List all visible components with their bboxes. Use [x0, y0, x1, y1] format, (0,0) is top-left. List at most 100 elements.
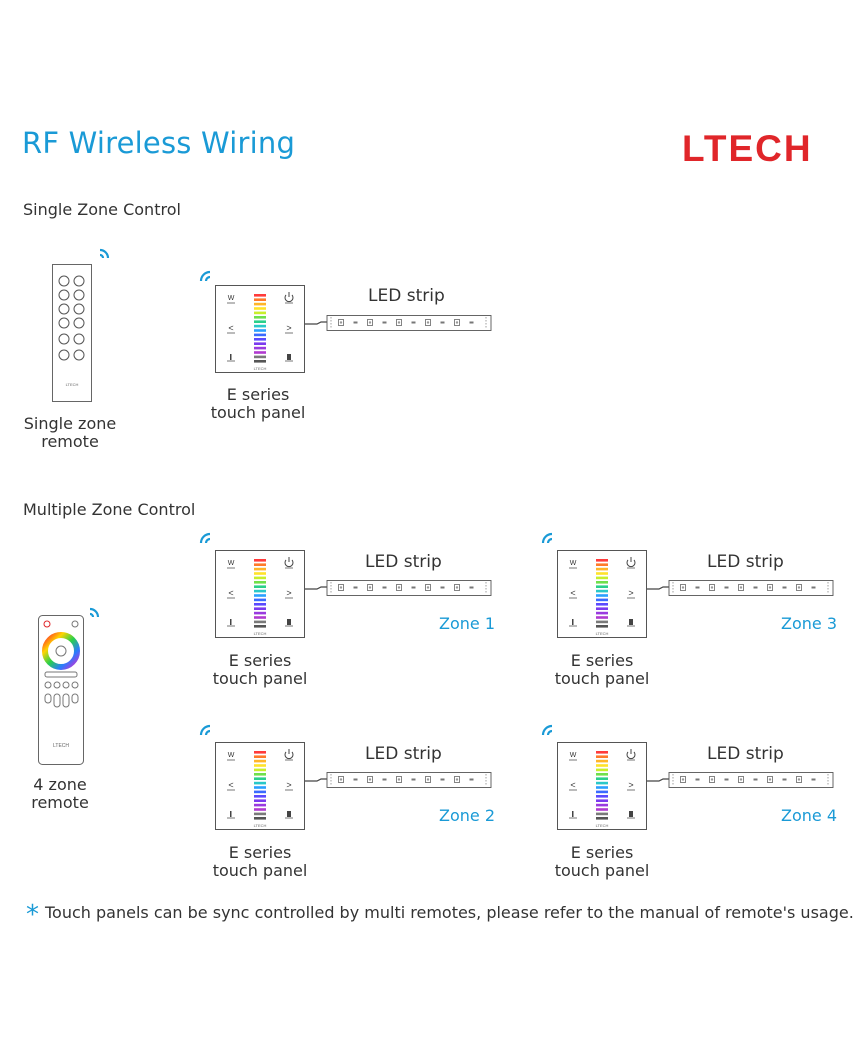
color-bar-segment — [254, 603, 266, 606]
next-key: > — [628, 588, 633, 598]
wifi-signal-icon — [99, 248, 110, 259]
wifi-signal-icon — [199, 532, 211, 544]
color-bar-segment — [254, 563, 266, 566]
next-key: > — [286, 323, 291, 333]
resistor — [382, 321, 387, 324]
color-bar-segment — [254, 329, 266, 332]
page-title: RF Wireless Wiring — [22, 126, 296, 160]
resistor — [411, 778, 416, 781]
color-bar-segment — [254, 607, 266, 610]
color-bar-segment — [254, 585, 266, 588]
wifi-signal-icon — [541, 532, 553, 544]
panel-brand: LTECH — [254, 631, 267, 636]
color-bar-segment — [596, 572, 608, 575]
power-icon — [626, 557, 636, 568]
strip-wire — [305, 586, 327, 590]
color-bar-segment — [254, 790, 266, 794]
color-bar-segment — [596, 559, 608, 562]
color-bar-segment — [254, 803, 266, 807]
wifi-signal-icon — [199, 270, 211, 282]
resistor — [724, 586, 729, 589]
bright-key — [629, 619, 633, 625]
color-bar-segment — [596, 625, 608, 628]
color-bar-segment — [254, 611, 266, 615]
panel-brand: LTECH — [596, 823, 609, 828]
color-bar-segment — [596, 576, 608, 580]
color-bar-segment — [596, 567, 608, 571]
color-bar-segment — [254, 589, 266, 593]
prev-key: < — [228, 323, 233, 333]
color-bar-segment — [254, 338, 266, 341]
color-bar-segment — [254, 786, 266, 789]
color-bar-segment — [596, 803, 608, 807]
color-bar-segment — [254, 598, 266, 602]
color-bar-segment — [254, 316, 266, 319]
color-bar-segment — [254, 781, 266, 785]
wifi-signal-icon — [199, 724, 211, 736]
led-strip-label: LED strip — [368, 286, 445, 306]
color-bar-segment — [254, 572, 266, 575]
touch-panel: W<>LTECH — [557, 742, 647, 830]
color-bar-segment — [596, 589, 608, 593]
color-bar-segment — [596, 781, 608, 785]
color-bar-segment — [254, 773, 266, 776]
resistor — [440, 321, 445, 324]
color-bar-segment — [254, 294, 266, 297]
resistor — [353, 586, 358, 589]
resistor — [411, 321, 416, 324]
color-bar-segment — [596, 759, 608, 763]
led-strip-label: LED strip — [365, 552, 442, 572]
color-bar-segment — [596, 817, 608, 820]
asterisk-icon: * — [26, 900, 39, 930]
led-strip — [647, 580, 834, 596]
color-bar-segment — [596, 755, 608, 758]
bright-key — [629, 811, 633, 817]
resistor — [782, 778, 787, 781]
resistor — [753, 586, 758, 589]
next-key: > — [628, 780, 633, 790]
color-bar-segment — [254, 764, 266, 767]
color-bar-segment — [596, 795, 608, 798]
color-bar-segment — [596, 598, 608, 602]
white-key: W — [228, 752, 235, 759]
wifi-signal-icon — [89, 607, 100, 618]
led-strip-label: LED strip — [365, 744, 442, 764]
color-bar-segment — [596, 585, 608, 588]
power-icon — [284, 557, 294, 568]
color-bar-segment — [596, 607, 608, 610]
led-strip — [305, 772, 492, 788]
touch-panel: W<>LTECH — [215, 285, 305, 373]
dim-key — [230, 354, 232, 360]
resistor — [411, 586, 416, 589]
color-bar-segment — [596, 790, 608, 794]
strip-body — [326, 772, 492, 788]
bright-key — [287, 619, 291, 625]
next-key: > — [286, 780, 291, 790]
strip-body — [668, 580, 834, 596]
dim-key — [230, 619, 232, 625]
color-bar-segment — [254, 808, 266, 811]
color-bar-segment — [254, 581, 266, 584]
logo-text: LTECH — [682, 128, 813, 168]
resistor — [382, 586, 387, 589]
power-icon — [626, 749, 636, 760]
strip-wire — [647, 586, 669, 590]
color-bar-segment — [254, 795, 266, 798]
prev-key: < — [228, 588, 233, 598]
led-strip — [647, 772, 834, 788]
color-bar-segment — [254, 799, 266, 802]
color-bar-segment — [596, 620, 608, 624]
resistor — [440, 586, 445, 589]
white-key: W — [228, 560, 235, 567]
resistor — [724, 778, 729, 781]
dim-key — [230, 811, 232, 817]
touch-panel: W<>LTECH — [557, 550, 647, 638]
resistor — [469, 586, 474, 589]
color-bar-segment — [254, 333, 266, 337]
strip-body — [668, 772, 834, 788]
color-bar-segment — [596, 764, 608, 767]
color-bar-segment — [254, 616, 266, 619]
prev-key: < — [228, 780, 233, 790]
